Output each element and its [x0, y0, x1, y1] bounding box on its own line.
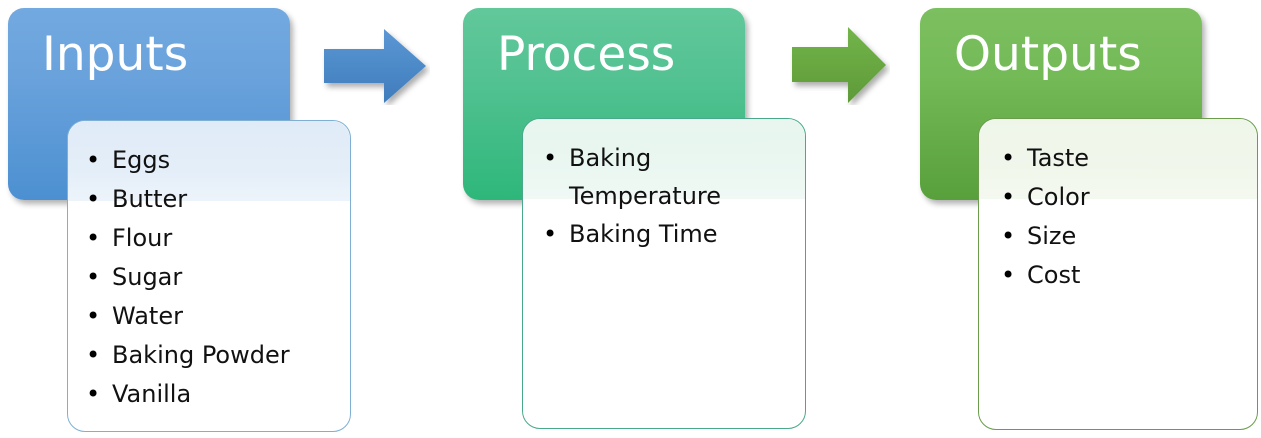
- stage-title-inputs: Inputs: [42, 27, 189, 82]
- stage-title-process: Process: [497, 27, 676, 82]
- list-item: Butter: [86, 180, 340, 219]
- stage-title-outputs: Outputs: [954, 27, 1142, 82]
- list-item: Taste: [1001, 139, 1247, 178]
- list-item: Eggs: [86, 141, 340, 180]
- list-item: Size: [1001, 217, 1247, 256]
- list-item: Sugar: [86, 258, 340, 297]
- list-item: Cost: [1001, 256, 1247, 295]
- list-item: Baking Time: [543, 215, 795, 253]
- bullet-list-inputs: EggsButterFlourSugarWaterBaking PowderVa…: [68, 121, 350, 414]
- right-arrow-icon: [790, 25, 890, 105]
- list-item: Flour: [86, 219, 340, 258]
- stage-list-outputs[interactable]: TasteColorSizeCost: [978, 118, 1258, 430]
- list-item: Vanilla: [86, 375, 340, 414]
- right-arrow-icon: [322, 27, 430, 105]
- stage-list-process[interactable]: Baking TemperatureBaking Time: [522, 118, 806, 429]
- stage-list-inputs[interactable]: EggsButterFlourSugarWaterBaking PowderVa…: [67, 120, 351, 432]
- list-item: Baking Powder: [86, 336, 340, 375]
- bullet-list-process: Baking TemperatureBaking Time: [523, 119, 805, 253]
- list-item: Water: [86, 297, 340, 336]
- bullet-list-outputs: TasteColorSizeCost: [979, 119, 1257, 295]
- list-item: Color: [1001, 178, 1247, 217]
- list-item: Baking Temperature: [543, 139, 795, 215]
